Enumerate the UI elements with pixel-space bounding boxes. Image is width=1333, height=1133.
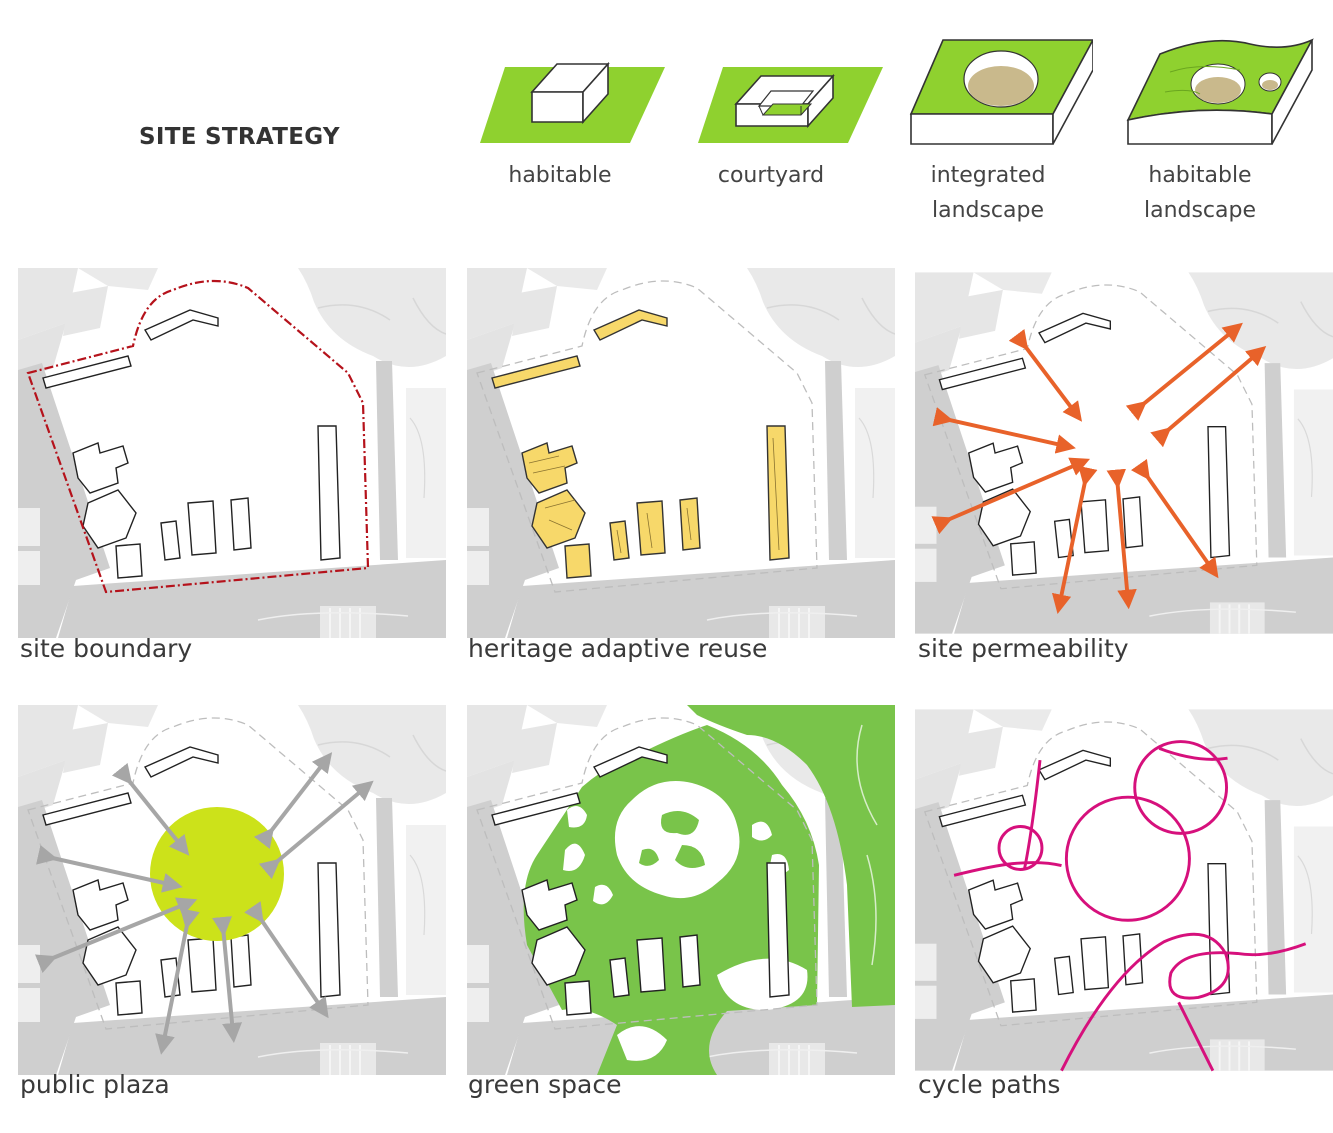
heritage-map — [467, 268, 895, 638]
green-space-map — [467, 705, 895, 1075]
panel-public-plaza — [18, 705, 446, 1075]
caption-site-boundary: site boundary — [20, 634, 193, 663]
strategy-label-habitable: habitable — [508, 163, 612, 188]
courtyard-block-icon — [693, 50, 883, 150]
panel-green-space — [467, 705, 895, 1075]
caption-cycle-paths: cycle paths — [918, 1070, 1061, 1099]
site-boundary-line — [26, 279, 370, 594]
caption-heritage-adaptive-reuse: heritage adaptive reuse — [468, 634, 768, 663]
habitable-landscape-icon — [1120, 32, 1314, 150]
cycle-paths-map — [915, 708, 1333, 1072]
panel-heritage-adaptive-reuse — [467, 268, 895, 638]
page-title: SITE STRATEGY — [139, 124, 340, 150]
permeability-map — [915, 271, 1333, 635]
strategy-label-courtyard: courtyard — [717, 163, 825, 188]
integrated-landscape-icon — [903, 32, 1095, 150]
caption-public-plaza: public plaza — [20, 1070, 170, 1099]
panel-cycle-paths — [915, 705, 1333, 1075]
cycle-path-lines — [953, 740, 1307, 1072]
public-plaza-map — [18, 705, 446, 1075]
plaza-access-arrows — [34, 752, 374, 1055]
habitable-block-icon — [475, 50, 665, 150]
panel-site-permeability — [915, 268, 1333, 638]
panel-site-boundary — [18, 268, 446, 638]
permeability-arrows — [931, 322, 1267, 614]
caption-site-permeability: site permeability — [918, 634, 1129, 663]
caption-green-space: green space — [468, 1070, 622, 1099]
site-boundary-map — [18, 268, 446, 638]
